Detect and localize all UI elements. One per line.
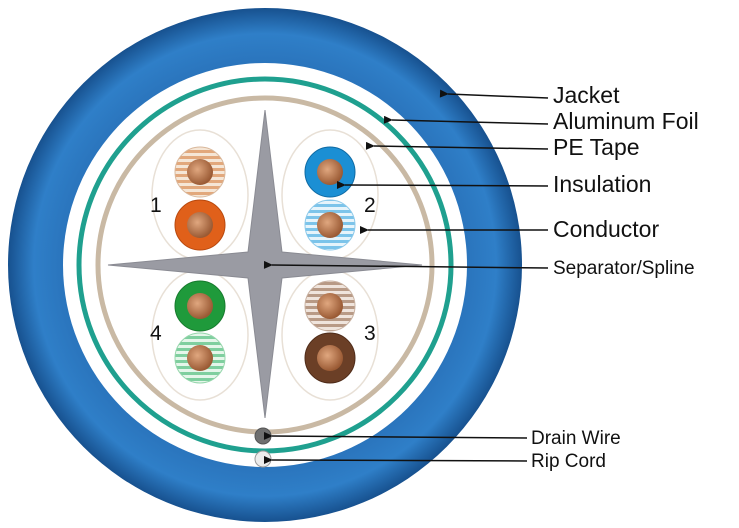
- label-conductor: Conductor: [553, 216, 659, 242]
- callout-leaders: [263, 89, 549, 464]
- pair-number-3: 3: [364, 322, 376, 345]
- pair-number-4: 4: [150, 322, 162, 345]
- drain-wire: [254, 427, 272, 445]
- pair-4-solid-conductor: [187, 293, 213, 319]
- pair-3-stripe-conductor: [317, 293, 343, 319]
- label-insulation: Insulation: [553, 171, 651, 197]
- label-pe-tape: PE Tape: [553, 134, 640, 160]
- pair-4-stripe-conductor: [187, 345, 213, 371]
- leader-pe-tape: [365, 141, 549, 150]
- leader-aluminum-foil: [383, 115, 549, 125]
- pair-number-2: 2: [364, 194, 376, 217]
- label-drain-wire: Drain Wire: [531, 428, 621, 449]
- label-separator-spline: Separator/Spline: [553, 258, 695, 279]
- pair-2-solid-conductor: [317, 159, 343, 185]
- leader-drain-wire: [263, 431, 528, 440]
- pair-3-solid-conductor: [317, 345, 343, 371]
- label-rip-cord: Rip Cord: [531, 451, 606, 472]
- pair-1: [174, 146, 226, 251]
- pair-4: [174, 280, 226, 384]
- leader-separator-spline: [263, 260, 549, 269]
- rip-cord: [254, 450, 272, 468]
- leader-insulation: [336, 180, 549, 189]
- label-aluminum-foil: Aluminum Foil: [553, 108, 699, 134]
- pair-2-stripe-conductor: [317, 212, 343, 238]
- pair-3: [304, 280, 356, 384]
- leader-rip-cord: [263, 455, 528, 464]
- pair-2: [304, 146, 356, 251]
- pair-1-stripe-conductor: [187, 159, 213, 185]
- pair-1-solid-conductor: [187, 212, 213, 238]
- label-jacket: Jacket: [553, 82, 620, 108]
- pair-number-1: 1: [150, 194, 162, 217]
- leader-jacket: [439, 89, 549, 99]
